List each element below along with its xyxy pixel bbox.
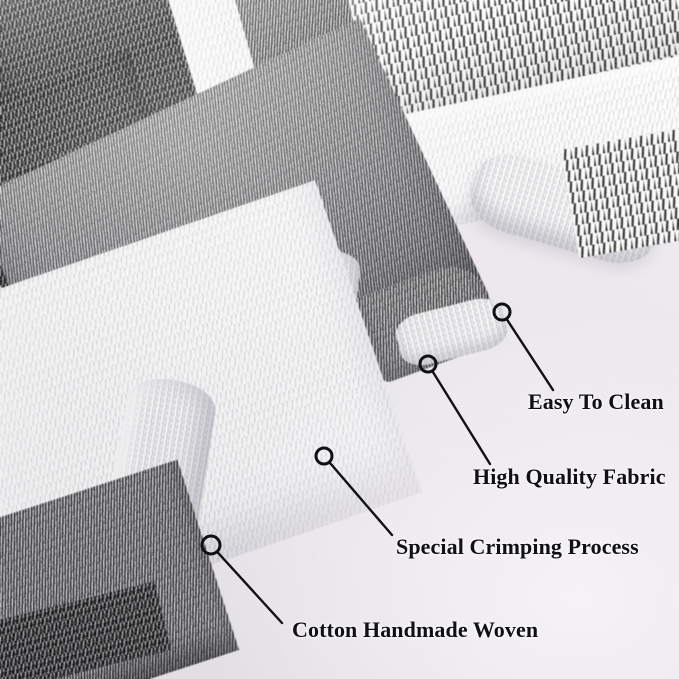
leader-line-special-crimping-process [328, 462, 394, 537]
leader-line-cotton-handmade-woven [216, 551, 284, 625]
callout-label-special-crimping-process: Special Crimping Process [396, 534, 639, 559]
leader-line-high-quality-fabric [431, 370, 492, 466]
callout-marker-high-quality-fabric [418, 354, 438, 374]
callout-label-easy-to-clean: Easy To Clean [528, 389, 664, 414]
callout-marker-easy-to-clean [492, 302, 512, 322]
callout-marker-special-crimping-process [314, 446, 334, 466]
callout-label-high-quality-fabric: High Quality Fabric [473, 464, 666, 489]
callout-label-cotton-handmade-woven: Cotton Handmade Woven [292, 617, 539, 642]
leader-line-easy-to-clean [505, 318, 555, 392]
callout-marker-cotton-handmade-woven [200, 534, 222, 556]
